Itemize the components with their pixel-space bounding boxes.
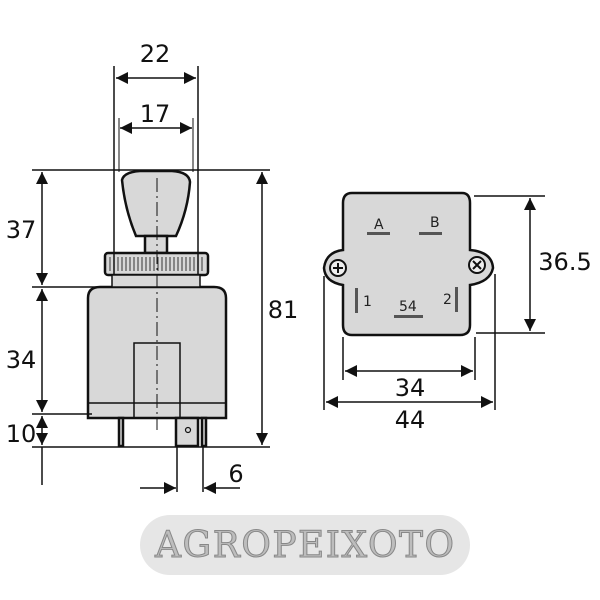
dim-34-body: 34	[6, 346, 37, 374]
dim-22: 22	[140, 40, 171, 68]
connector-dimensions	[323, 195, 545, 410]
dim-34-connector: 34	[395, 374, 426, 402]
dimension-labels: 22 17 37 34 10 81 6 36.5 34 44	[6, 40, 592, 488]
dim-81: 81	[268, 296, 299, 324]
terminal-label-b: B	[430, 215, 440, 231]
connector-view: A B 1 2 54	[322, 191, 495, 337]
terminal-label-2: 2	[443, 292, 452, 308]
terminal-label-54: 54	[399, 299, 417, 315]
dim-37: 37	[6, 216, 37, 244]
side-view	[86, 169, 228, 448]
connector-face	[322, 191, 495, 337]
watermark: AGROPEIXOTO	[140, 515, 470, 575]
dim-6: 6	[228, 460, 243, 488]
dim-44: 44	[395, 406, 426, 434]
dim-36-5: 36.5	[538, 248, 591, 276]
terminal-slot-54	[394, 315, 423, 318]
dim-17: 17	[140, 100, 171, 128]
terminal-label-a: A	[374, 217, 384, 233]
pin	[117, 416, 125, 448]
dim-10: 10	[6, 420, 37, 448]
terminal-slot-2	[455, 287, 458, 312]
terminal-label-1: 1	[363, 294, 372, 310]
stem	[143, 234, 169, 255]
terminal-slot-1	[355, 288, 358, 313]
extension-lines	[32, 66, 270, 492]
terminal-slot-a	[367, 232, 390, 235]
dimension-arrows	[36, 72, 268, 494]
terminal-slot-b	[419, 232, 442, 235]
pin	[200, 416, 208, 448]
watermark-text: AGROPEIXOTO	[154, 525, 455, 566]
knob	[120, 169, 192, 238]
